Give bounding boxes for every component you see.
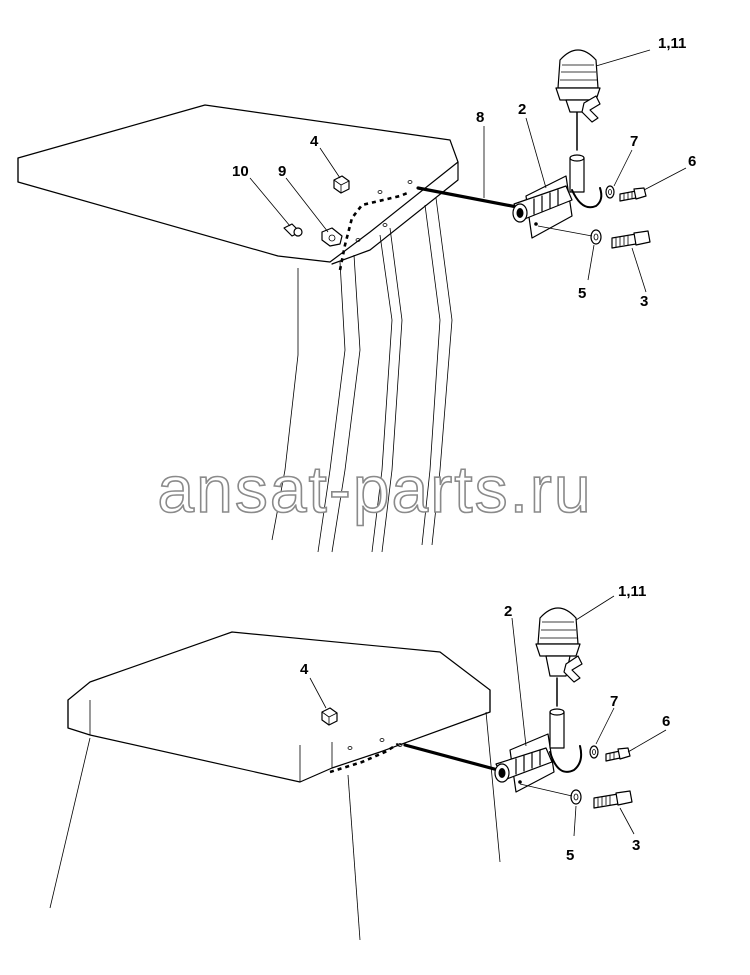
bottom-callout-5: 5	[566, 847, 574, 864]
bottom-leader-lines	[309, 595, 667, 837]
top-callout-9: 9	[278, 163, 286, 180]
top-callout-8: 8	[476, 109, 484, 126]
top-bolt-3	[611, 230, 651, 249]
bottom-bolt-6	[605, 747, 631, 762]
bottom-callout-6: 6	[662, 713, 670, 730]
bottom-callout-4: 4	[300, 661, 309, 678]
top-bolt-6	[619, 187, 647, 202]
top-callout-3: 3	[640, 293, 648, 310]
top-leader-lines	[249, 49, 687, 293]
top-nut-4	[333, 175, 350, 194]
top-rod	[416, 186, 524, 210]
bottom-rod	[403, 743, 500, 772]
top-callout-2: 2	[518, 101, 526, 118]
top-bracket-2	[512, 175, 573, 239]
bottom-roof-holes	[347, 738, 403, 750]
top-beacon-post	[569, 107, 585, 193]
top-callout-1-11: 1,11	[658, 35, 686, 52]
bottom-callout-3: 3	[632, 837, 640, 854]
bottom-cab-pillars	[49, 711, 501, 941]
bottom-bracket-2	[494, 733, 555, 793]
bottom-callout-2: 2	[504, 603, 512, 620]
bottom-wire-routing	[329, 742, 399, 774]
bottom-callout-7: 7	[610, 693, 618, 710]
top-assembly: 1,11 2 8 4 9 10 7 6 5 3	[17, 35, 696, 553]
bottom-beacon-post	[549, 677, 565, 749]
bottom-beacon-lamp	[535, 607, 583, 683]
top-cab-roof	[17, 104, 459, 265]
bottom-nut-4	[321, 707, 338, 726]
watermark-text: ansat-parts.ru	[157, 452, 592, 526]
top-beacon-lamp	[555, 49, 601, 123]
top-clip-9	[321, 227, 343, 247]
top-washer-5	[590, 229, 602, 245]
top-callout-5: 5	[578, 285, 586, 302]
bottom-assembly: 1,11 2 4 7 6 5 3	[49, 583, 670, 941]
top-callout-7: 7	[630, 133, 638, 150]
top-wire-routing	[338, 190, 411, 271]
bottom-washer-5	[570, 789, 582, 805]
top-ground-cable	[571, 187, 603, 209]
bottom-cab-roof	[67, 631, 491, 783]
top-callout-6: 6	[688, 153, 696, 170]
bottom-ground-cable	[549, 745, 583, 773]
top-callout-4: 4	[310, 133, 319, 150]
bottom-bolt-3	[593, 790, 633, 809]
bottom-washer-7	[589, 745, 599, 759]
top-cab-pillars	[271, 197, 453, 553]
top-callout-10: 10	[232, 163, 249, 180]
top-bolt-10	[283, 223, 303, 237]
top-roof-holes	[355, 180, 413, 242]
top-washer-7	[605, 185, 615, 199]
bottom-callout-1-11: 1,11	[618, 583, 646, 600]
